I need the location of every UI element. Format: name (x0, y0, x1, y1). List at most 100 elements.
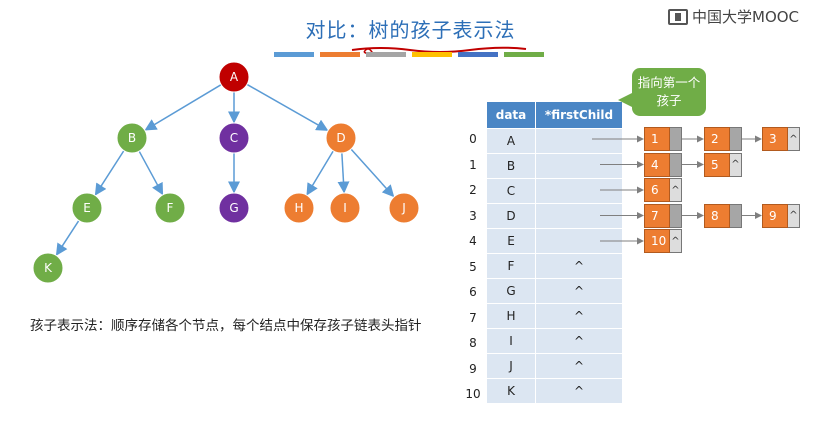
child-index: 8 (704, 203, 730, 228)
tree-node-E: E (71, 192, 103, 224)
next-pointer: ^ (670, 229, 682, 253)
cell-firstchild (535, 228, 623, 254)
child-list-node: 1 (644, 127, 682, 151)
cell-data: G (486, 278, 536, 304)
next-pointer (670, 127, 682, 151)
logo-icon (668, 8, 688, 25)
row-index: 10 (465, 387, 481, 401)
tree-node-K: K (32, 252, 64, 284)
cell-data: K (486, 378, 536, 404)
child-index: 10 (644, 229, 670, 253)
table-row: K^ (486, 378, 623, 404)
tree-edge-D-H (306, 150, 334, 196)
cell-data: I (486, 328, 536, 354)
color-bar-segment (320, 52, 360, 57)
tree-node-label: B (128, 131, 136, 145)
color-bar-segment (366, 52, 406, 57)
next-pointer: ^ (788, 203, 800, 228)
cell-firstchild (535, 128, 623, 154)
tree-edge-B-F (138, 150, 164, 196)
logo-text: 中国大学MOOC (692, 8, 800, 26)
tree-edge-D-J (350, 148, 395, 198)
child-index: 9 (762, 203, 788, 228)
cell-data: H (486, 303, 536, 329)
child-list-node: 7 (644, 203, 682, 228)
color-bar-segment (458, 52, 498, 57)
row-index: 4 (469, 234, 477, 248)
row-index: 9 (469, 361, 477, 376)
tree-node-I: I (329, 192, 361, 224)
table-row: C (486, 178, 623, 204)
tree-node-label: I (343, 201, 347, 215)
next-pointer (670, 152, 682, 177)
callout-bubble: 指向第一个孩子 (632, 68, 706, 116)
tree-node-label: J (401, 201, 406, 215)
color-bar-segment (412, 52, 452, 57)
row-index: 1 (469, 157, 477, 172)
cell-firstchild: ^ (535, 253, 623, 279)
row-index: 5 (469, 259, 477, 274)
child-list-node: 2 (704, 127, 742, 151)
tree-node-A: A (218, 61, 250, 93)
tree-edge-A-D (246, 83, 329, 131)
cell-data: C (486, 178, 536, 204)
tree-edge-E-K (55, 220, 80, 256)
row-index: 7 (469, 310, 477, 325)
header-firstchild: *firstChild (535, 101, 623, 129)
cell-firstchild: ^ (535, 303, 623, 329)
next-pointer (730, 203, 742, 228)
cell-data: D (486, 203, 536, 229)
child-index: 5 (704, 152, 730, 177)
tree-node-G: G (218, 192, 250, 224)
table-row: A (486, 128, 623, 154)
next-pointer: ^ (788, 127, 800, 151)
child-index: 6 (644, 178, 670, 202)
child-list-node: 5^ (704, 152, 742, 177)
title-highlight: 树的孩子表示法 (368, 18, 516, 42)
next-pointer: ^ (670, 178, 682, 202)
tree-node-label: G (229, 201, 238, 215)
mooc-logo: 中国大学MOOC (668, 6, 799, 27)
title-prefix: 对比： (305, 18, 369, 42)
tree-node-D: D (325, 122, 357, 154)
tree-node-label: D (336, 131, 345, 145)
cell-firstchild: ^ (535, 328, 623, 354)
child-list-node: 8 (704, 203, 742, 228)
child-index: 7 (644, 203, 670, 228)
tree-diagram: A B C D E F G H I J K (32, 61, 420, 284)
tree-node-label: F (167, 201, 174, 215)
description-text: 孩子表示法：顺序存储各个节点，每个结点中保存孩子链表头指针 (30, 318, 422, 334)
table-row: I^ (486, 328, 623, 354)
tree-node-B: B (116, 122, 148, 154)
table-row: H^ (486, 303, 623, 329)
callout-tail (618, 92, 634, 108)
row-index: 8 (469, 336, 477, 350)
next-pointer: ^ (730, 152, 742, 177)
tree-node-label: C (230, 131, 238, 145)
tree-node-label: A (230, 70, 239, 84)
child-list-node: 10^ (644, 229, 682, 253)
tree-node-label: K (44, 261, 53, 275)
child-index: 4 (644, 152, 670, 177)
tree-node-J: J (388, 192, 420, 224)
row-index: 0 (469, 132, 477, 146)
tree-node-label: H (294, 201, 303, 215)
page-title: 对比：树的孩子表示法 (0, 14, 821, 43)
tree-edge-D-I (337, 152, 350, 194)
row-index: 3 (469, 208, 477, 223)
tree-edge-A-B (144, 84, 222, 131)
tree-node-H: H (283, 192, 315, 224)
tree-node-C: C (218, 122, 250, 154)
child-list-node: 6^ (644, 178, 682, 202)
next-pointer (670, 203, 682, 228)
table-row: F^ (486, 253, 623, 279)
tree-node-F: F (154, 192, 186, 224)
color-bar-segment (274, 52, 314, 57)
tree-node-label: E (83, 201, 91, 215)
child-list-node: 9^ (762, 203, 800, 228)
row-index: 2 (469, 183, 477, 197)
cell-firstchild (535, 153, 623, 179)
child-list-node: 3^ (762, 127, 800, 151)
